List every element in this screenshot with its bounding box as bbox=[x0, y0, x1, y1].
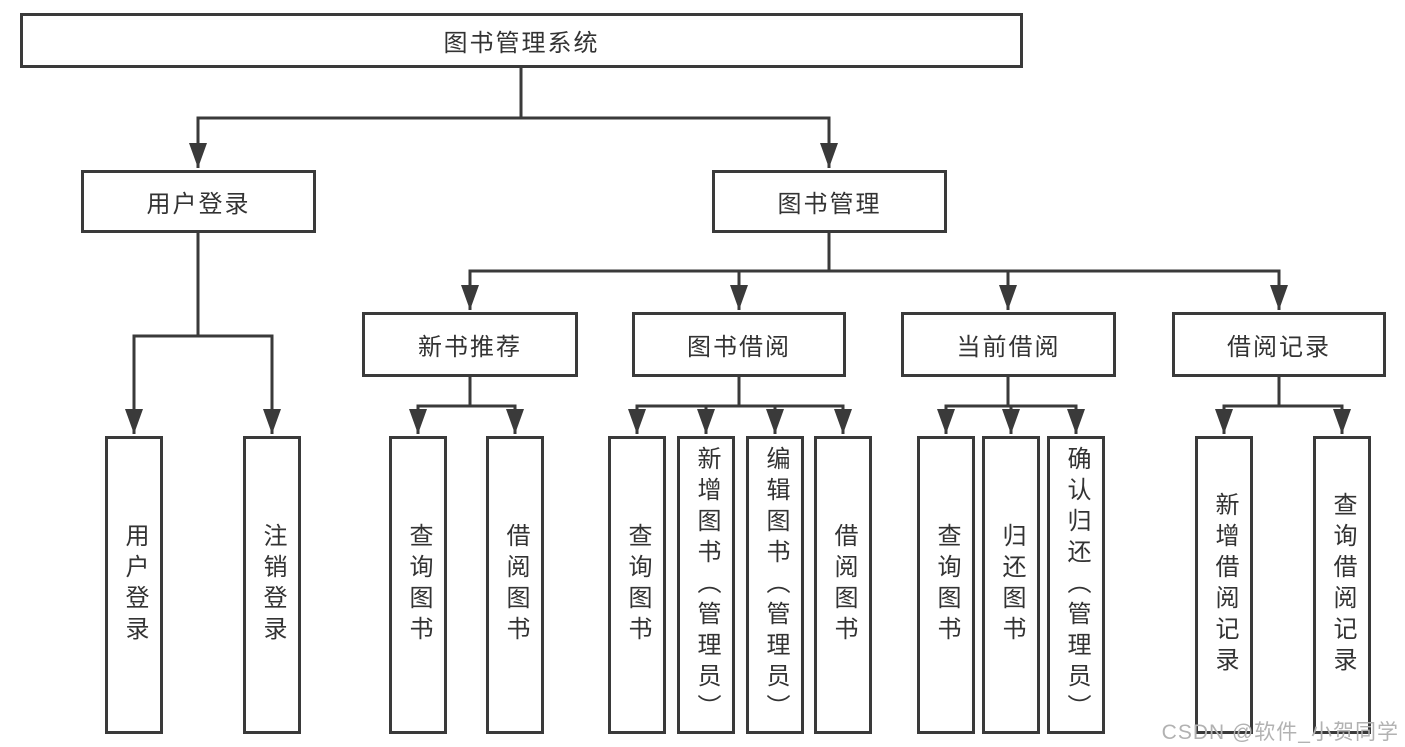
node-label: 图书管理 bbox=[777, 191, 882, 218]
csdn-watermark: CSDN @软件_小贺同学 bbox=[1161, 721, 1399, 744]
leaf-current-confirm-return-admin: 确认归还（管理员） bbox=[1047, 436, 1105, 734]
node-label: 图书管理系统 bbox=[443, 30, 600, 57]
leaf-label: 归还图书 bbox=[998, 523, 1025, 647]
node-new-book-recommend: 新书推荐 bbox=[362, 312, 578, 377]
node-label: 图书借阅 bbox=[687, 334, 791, 361]
node-label: 新书推荐 bbox=[418, 334, 522, 361]
leaf-newbook-query-books: 查询图书 bbox=[389, 436, 447, 734]
leaf-label: 编辑图书（管理员） bbox=[762, 445, 789, 725]
node-book-management: 图书管理 bbox=[712, 170, 947, 233]
leaf-label: 查询借阅记录 bbox=[1329, 492, 1356, 678]
node-system-root: 图书管理系统 bbox=[20, 13, 1023, 68]
node-borrowing-records: 借阅记录 bbox=[1172, 312, 1386, 377]
node-current-borrowing: 当前借阅 bbox=[901, 312, 1116, 377]
leaf-user-login: 用户登录 bbox=[105, 436, 163, 734]
leaf-label: 用户登录 bbox=[121, 523, 148, 647]
node-book-borrowing: 图书借阅 bbox=[632, 312, 846, 377]
leaf-label: 借阅图书 bbox=[502, 523, 529, 647]
leaf-label: 查询图书 bbox=[933, 523, 960, 647]
leaf-label: 新增借阅记录 bbox=[1211, 492, 1238, 678]
leaf-label: 查询图书 bbox=[405, 523, 432, 647]
leaf-newbook-borrow-books: 借阅图书 bbox=[486, 436, 544, 734]
leaf-label: 注销登录 bbox=[259, 523, 286, 647]
leaf-borrowing-add-books-admin: 新增图书（管理员） bbox=[677, 436, 735, 734]
node-user-login: 用户登录 bbox=[81, 170, 316, 233]
leaf-borrowing-borrow-books: 借阅图书 bbox=[814, 436, 872, 734]
leaf-label: 新增图书（管理员） bbox=[693, 445, 720, 725]
leaf-logout: 注销登录 bbox=[243, 436, 301, 734]
leaf-records-query-borrow-record: 查询借阅记录 bbox=[1313, 436, 1371, 734]
leaf-label: 查询图书 bbox=[624, 523, 651, 647]
leaf-current-query-books: 查询图书 bbox=[917, 436, 975, 734]
leaf-records-add-borrow-record: 新增借阅记录 bbox=[1195, 436, 1253, 734]
leaf-label: 借阅图书 bbox=[830, 523, 857, 647]
node-label: 借阅记录 bbox=[1227, 334, 1331, 361]
node-label: 用户登录 bbox=[146, 191, 251, 218]
leaf-label: 确认归还（管理员） bbox=[1063, 445, 1090, 725]
node-label: 当前借阅 bbox=[956, 334, 1061, 361]
leaf-borrowing-edit-books-admin: 编辑图书（管理员） bbox=[746, 436, 804, 734]
leaf-borrowing-query-books: 查询图书 bbox=[608, 436, 666, 734]
leaf-current-return-books: 归还图书 bbox=[982, 436, 1040, 734]
